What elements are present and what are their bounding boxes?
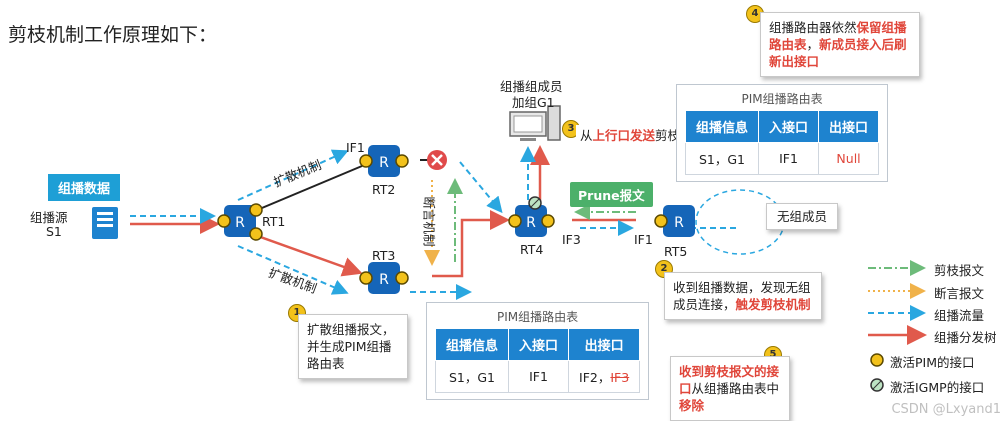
- svg-text:R: R: [526, 215, 536, 231]
- out-if3-removed: IF3: [610, 370, 630, 385]
- pim-route-table-bottom: PIM组播路由表 组播信息 入接口 出接口 S1，G1 IF1 IF2，IF3: [426, 302, 650, 400]
- rt1-label: RT1: [262, 214, 286, 229]
- source-label: 组播源: [30, 210, 68, 225]
- router-rt4-icon: R: [515, 205, 547, 237]
- pruned-x-icon: [427, 150, 447, 170]
- table-top-cell-in: IF1: [758, 142, 820, 175]
- multicast-data-badge: 组播数据: [48, 174, 121, 201]
- pim-route-table-top: PIM组播路由表 组播信息 入接口 出接口 S1，G1 IF1 Null: [676, 84, 889, 182]
- router-rt1-icon: R: [224, 205, 256, 237]
- member-pc-icon: [509, 105, 561, 141]
- router-rt5-icon: R: [663, 205, 695, 237]
- link-rt1-rt2: [249, 165, 363, 214]
- step-3-text-b: 上行口发送: [592, 128, 656, 143]
- legend-igmp-dot: [870, 378, 884, 392]
- watermark: CSDN @Lxyand1: [891, 402, 1001, 417]
- step-5-text-a: 收到剪枝报文的接口: [679, 364, 780, 396]
- step-4-note: 组播路由器依然保留组播路由表，新成员接入后刷新出接口: [760, 12, 920, 77]
- flow-rt2-rt4: [459, 161, 503, 214]
- step-5-text-b: 从组播路由表中: [691, 381, 780, 396]
- rt2-if1-label: IF1: [346, 140, 365, 155]
- rt5-label: RT5: [664, 244, 688, 259]
- legend-pim-if: 激活PIM的接口: [890, 355, 975, 370]
- table-bottom-cell-in: IF1: [508, 360, 570, 393]
- legend-flow: 组播流量: [934, 308, 985, 323]
- step-4-text-d: 新成员接入后刷新出接口: [769, 37, 907, 69]
- rt2-label: RT2: [372, 182, 396, 197]
- step-4-badge: 4: [746, 5, 764, 23]
- table-top-cell-out: Null: [818, 142, 880, 175]
- svg-text:R: R: [674, 215, 684, 231]
- rt3-label: RT3: [372, 248, 396, 263]
- step-4-text-c: ，: [806, 37, 820, 52]
- out-if2: IF2，: [579, 370, 611, 385]
- step-2-text-b: 触发剪枝机制: [735, 297, 811, 312]
- table-bottom-header-in: 入接口: [508, 328, 570, 361]
- table-top-header-in: 入接口: [758, 110, 820, 143]
- step-5-note: 收到剪枝报文的接口从组播路由表中移除: [670, 356, 790, 421]
- table-bottom-caption: PIM组播路由表: [497, 310, 579, 324]
- assert-label: 断言机制: [421, 196, 437, 247]
- member-label: 组播组成员: [500, 79, 563, 94]
- svg-text:R: R: [235, 215, 245, 231]
- table-bottom-cell-out: IF2，IF3: [568, 360, 641, 393]
- prune-message-pill: Prune报文: [570, 182, 653, 207]
- step-2-text-a: 收到组播数据，发现无组成员连接，: [673, 280, 811, 312]
- step-4-text-b: 保留组播路由表: [769, 20, 907, 52]
- rt5-if1-label: IF1: [634, 232, 653, 247]
- table-top-header-out: 出接口: [818, 110, 880, 143]
- table-top-header-info: 组播信息: [684, 110, 760, 143]
- svg-text:R: R: [379, 272, 389, 288]
- legend-igmp-if: 激活IGMP的接口: [890, 380, 985, 395]
- tree-rt1-rt3: [251, 232, 363, 277]
- legend-pim-dot: [870, 353, 884, 367]
- tree-rt3-rt4: [432, 210, 510, 278]
- router-rt2-icon: R: [368, 145, 400, 177]
- svg-text:R: R: [379, 155, 389, 171]
- table-bottom-header-info: 组播信息: [434, 328, 510, 361]
- page-title: 剪枝机制工作原理如下：: [8, 24, 218, 46]
- igmp-interface: [528, 196, 542, 210]
- no-member-note: 无组成员: [766, 203, 839, 230]
- legend-tree: 组播分发树: [934, 330, 997, 345]
- step-2-note: 收到组播数据，发现无组成员连接，触发剪枝机制: [664, 272, 822, 320]
- table-top-cell-info: S1，G1: [684, 142, 760, 175]
- step-1-note: 扩散组播报文，并生成PIM组播路由表: [298, 314, 408, 379]
- step-4-text-a: 组播路由器依然: [769, 20, 857, 35]
- member-join-label: 加组G1: [512, 95, 555, 110]
- rt4-if3-label: IF3: [562, 232, 581, 247]
- source-server-icon: [92, 207, 118, 239]
- legend-prune: 剪枝报文: [934, 263, 985, 278]
- legend-assert: 断言报文: [934, 286, 985, 301]
- table-top-caption: PIM组播路由表: [741, 92, 823, 106]
- rt4-label: RT4: [520, 242, 544, 257]
- step-5-text-c: 移除: [679, 398, 705, 413]
- pim-interfaces: [217, 154, 668, 285]
- source-name: S1: [46, 224, 62, 239]
- table-bottom-header-out: 出接口: [568, 328, 641, 361]
- table-bottom-cell-info: S1，G1: [434, 360, 510, 393]
- step-3-text-a: 从: [580, 128, 593, 143]
- router-rt3-icon: R: [368, 262, 400, 294]
